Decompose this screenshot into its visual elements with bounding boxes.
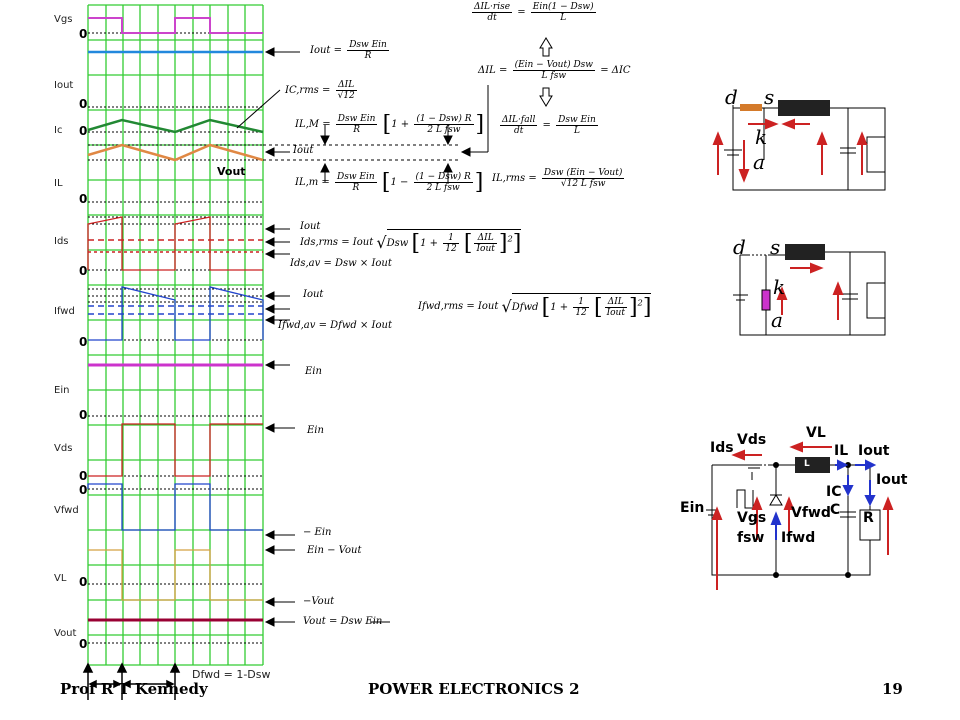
eq-ids-av: Ids,av = Dsw × Iout	[290, 258, 392, 269]
vl-trace	[88, 549, 263, 601]
zero-vfwd: 0	[79, 483, 88, 497]
mid-label-a: a	[771, 308, 783, 332]
top-label-k: k	[755, 125, 768, 149]
zero-iout: 0	[79, 97, 88, 111]
bottom-label-iout: Iout	[858, 443, 890, 459]
bottom-label-ids: Ids	[710, 440, 734, 456]
top-label-d: d	[725, 85, 738, 109]
vout-marker: Vout	[217, 165, 246, 178]
label-ic: Ic	[54, 125, 63, 136]
vfwd-trace	[87, 483, 263, 531]
eq-neg-ein: − Ein	[303, 527, 332, 538]
zero-il: 0	[79, 192, 88, 206]
label-ifwd: Ifwd	[54, 306, 75, 317]
zero-ic: 0	[79, 124, 88, 138]
bottom-label-ein: Ein	[680, 500, 705, 516]
mid-label-k: k	[773, 275, 786, 299]
bottom-label-iout2: Iout	[876, 472, 908, 488]
label-vfwd: Vfwd	[54, 505, 79, 516]
label-ein: Ein	[54, 385, 70, 396]
label-vds: Vds	[54, 443, 73, 454]
eq-vout: Vout = Dsw Ein	[303, 616, 383, 627]
bottom-label-c: C	[830, 502, 841, 518]
zero-ein: 0	[79, 408, 88, 422]
ids-trace	[87, 216, 263, 271]
zero-vgs: 0	[79, 27, 88, 41]
bottom-label-vfwd: Vfwd	[791, 505, 831, 521]
eq-neg-vout: −Vout	[303, 596, 335, 607]
label-iout: Iout	[54, 80, 74, 91]
vds-trace	[88, 423, 263, 477]
dfwd-note: Dfwd = 1-Dsw	[192, 668, 271, 681]
eq-ifwd-iout: Iout	[303, 289, 324, 300]
label-vl: VL	[54, 573, 67, 584]
bottom-label-vl: VL	[806, 425, 826, 441]
eq-il-rms: IL,rms = Dsw (Ein − Vout)√12 L fsw	[492, 168, 625, 189]
eq-vds-ein: Ein	[307, 425, 324, 436]
zero-ids: 0	[79, 264, 88, 278]
ic-trace	[87, 118, 264, 134]
eq-ids-iout: Iout	[300, 221, 321, 232]
eq-ifwd-av: Ifwd,av = Dfwd × Iout	[278, 320, 392, 331]
footer-course: POWER ELECTRONICS 2	[368, 680, 580, 698]
il-trace	[87, 143, 264, 162]
bottom-label-ic: IC	[826, 484, 842, 500]
label-vgs: Vgs	[54, 14, 73, 25]
pointer-arrows	[236, 47, 489, 627]
eq-ic-rms: IC,rms = ΔIL√12	[285, 80, 357, 101]
label-il: IL	[54, 178, 63, 189]
derivation-arrows	[539, 37, 553, 107]
bottom-label-r: R	[863, 510, 874, 526]
eq-ein-ref: Ein	[305, 366, 322, 377]
mid-label-d: d	[733, 235, 746, 259]
bottom-label-ifwd: Ifwd	[781, 530, 816, 546]
footer-author: Prof R T Kennedy	[60, 680, 208, 698]
label-vout: Vout	[54, 628, 77, 639]
eq-ein-minus-vout: Ein − Vout	[307, 545, 362, 556]
bottom-label-inductor: L	[804, 459, 810, 469]
zero-vds: 0	[79, 469, 88, 483]
bottom-label-il: IL	[834, 443, 849, 459]
top-label-a: a	[753, 150, 765, 174]
mid-label-s: s	[770, 235, 781, 259]
timing-arrows	[82, 662, 181, 700]
label-ids: Ids	[54, 236, 69, 247]
bottom-label-vgs: Vgs	[737, 510, 767, 526]
top-label-s: s	[764, 85, 775, 109]
bottom-label-fsw: fsw	[737, 530, 765, 546]
footer-page: 19	[882, 680, 903, 698]
zero-vl: 0	[79, 575, 88, 589]
zero-vout: 0	[79, 637, 88, 651]
eq-iout-ref: Iout	[293, 145, 314, 156]
zero-ifwd: 0	[79, 335, 88, 349]
vgs-trace	[88, 17, 263, 34]
bottom-label-vds: Vds	[737, 432, 767, 448]
ifwd-trace	[88, 286, 264, 341]
